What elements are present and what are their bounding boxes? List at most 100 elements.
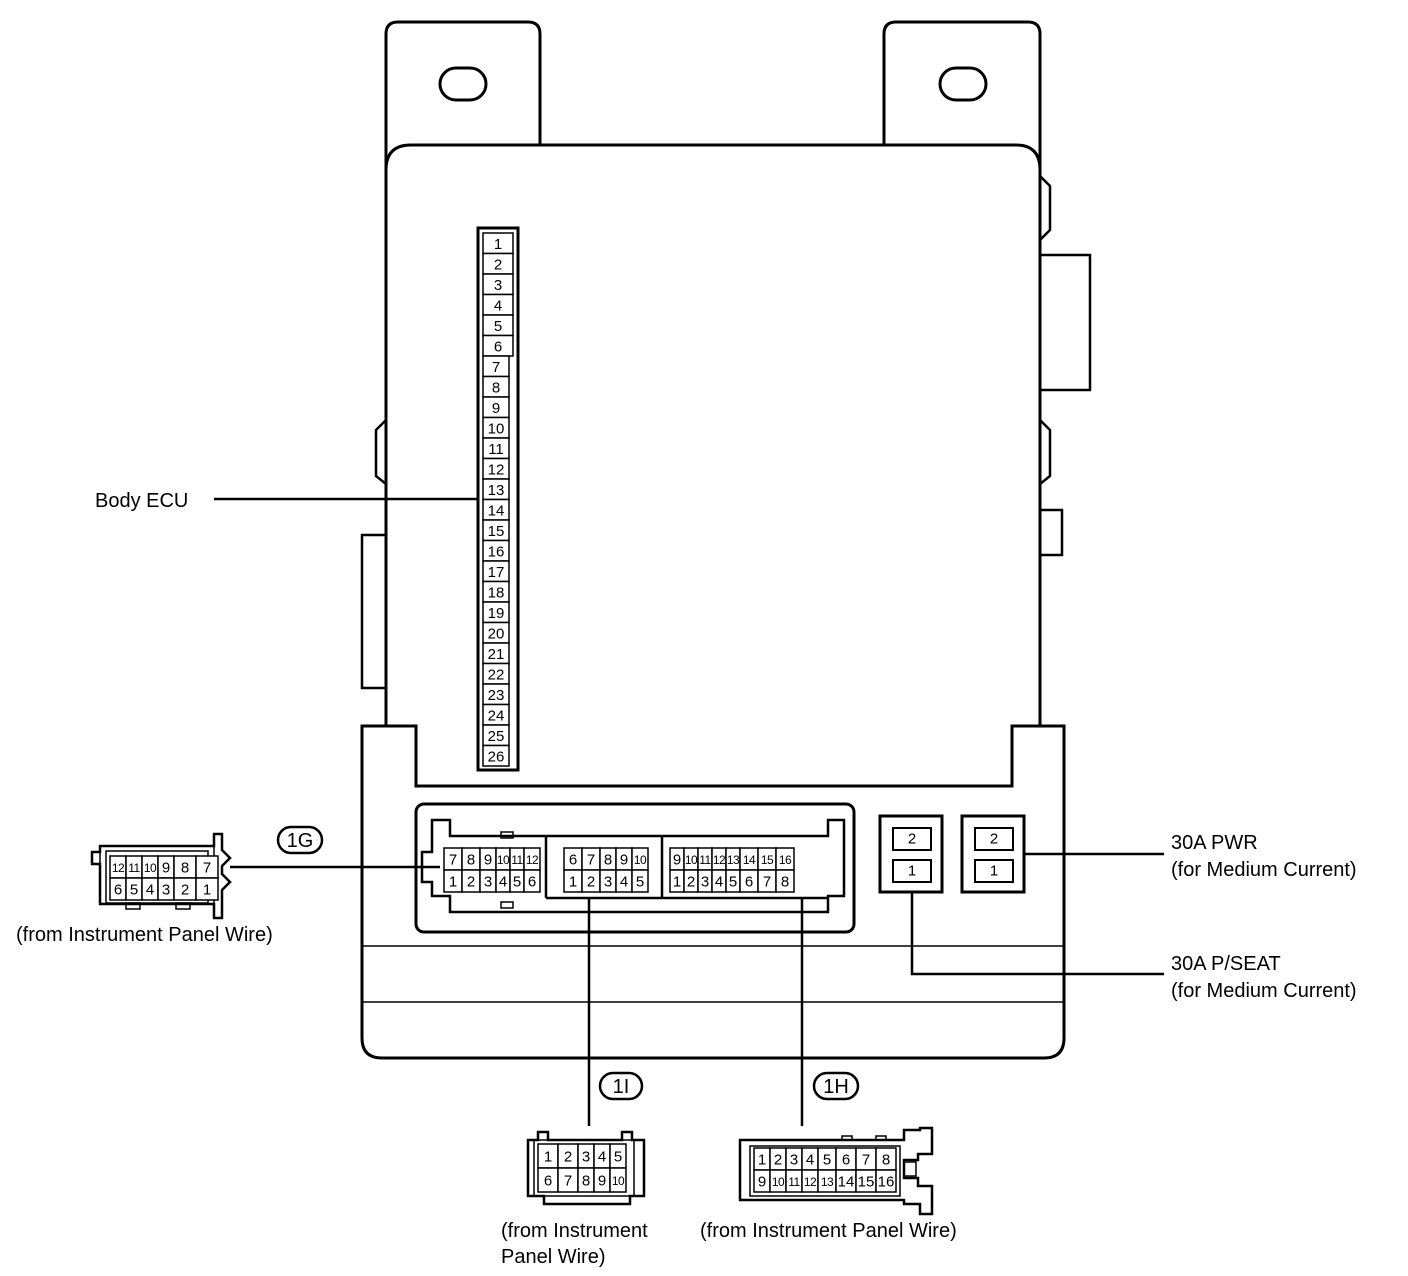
1g-source-label: (from Instrument Panel Wire) — [16, 924, 273, 946]
fuse-pseat-terminal-1: 1 — [908, 863, 916, 880]
socket-1g-pin-12-label: 12 — [526, 853, 539, 867]
ecu-terminal-10-label: 10 — [488, 420, 505, 437]
plug-1g-pin-9-label: 9 — [162, 860, 170, 877]
mount-hole-right — [938, 66, 988, 102]
ecu-terminal-3-label: 3 — [494, 277, 502, 294]
plug-1i-pin-10-label: 10 — [612, 1174, 625, 1188]
fuse-pwr-terminal-2: 2 — [990, 831, 998, 848]
ecu-terminal-7-label: 7 — [492, 359, 500, 376]
plug-1h-pin-9-label: 9 — [758, 1174, 766, 1191]
socket-1g-pin-4-label: 4 — [499, 874, 507, 891]
ecu-terminal-20-label: 20 — [488, 625, 505, 642]
socket-1h-pin-6-label: 6 — [745, 874, 753, 891]
ecu-terminal-6-label: 6 — [494, 338, 502, 355]
junction-block-housing — [360, 20, 1092, 1060]
socket-1h-pin-12-label: 12 — [713, 853, 726, 867]
1i-source-label-line1: (from Instrument — [501, 1220, 648, 1242]
plug-1h-pin-15-label: 15 — [858, 1174, 875, 1191]
socket-1g-pin-10-label: 10 — [497, 853, 510, 867]
plug-1h-pin-11-label: 11 — [788, 1175, 800, 1189]
plug-1h-pin-13-label: 13 — [821, 1175, 834, 1189]
plug-1h-pin-8-label: 8 — [882, 1152, 890, 1169]
body-ecu-label: Body ECU — [95, 490, 188, 512]
socket-1h-pin-5-label: 5 — [729, 874, 737, 891]
socket-1g-pin-7-label: 7 — [449, 852, 457, 869]
fuse-30a-pseat: 2 1 — [878, 814, 944, 894]
1i-source-label-line2: Panel Wire) — [501, 1246, 605, 1268]
ecu-terminal-9-label: 9 — [492, 400, 500, 417]
socket-1i-pin-3-label: 3 — [604, 874, 612, 891]
socket-1g-pin-6-label: 6 — [528, 874, 536, 891]
socket-1h-pin-7-label: 7 — [763, 874, 771, 891]
socket-1g-pin-11-label: 11 — [511, 853, 523, 867]
socket-1g-pin-9-label: 9 — [484, 852, 492, 869]
mount-hole-left — [438, 66, 488, 102]
plug-1g-pin-2-label: 2 — [181, 882, 189, 899]
ecu-terminal-19-label: 19 — [488, 605, 505, 622]
socket-1g-pin-1-label: 1 — [449, 874, 457, 891]
socket-1i-pin-8-label: 8 — [604, 852, 612, 869]
plug-1i-pin-10-cell — [609, 1167, 627, 1193]
plug-1h-pin-14-label: 14 — [838, 1174, 855, 1191]
plug-1h-pin-16-label: 16 — [878, 1174, 895, 1191]
pseat-label: 30A P/SEAT — [1171, 953, 1281, 975]
plug-1h-pin-6-label: 6 — [842, 1152, 850, 1169]
plug-1g-pin-8-label: 8 — [181, 860, 189, 877]
socket-1g-pin-3-label: 3 — [484, 874, 492, 891]
ecu-terminal-1-label: 1 — [494, 236, 502, 253]
ecu-terminal-13-label: 13 — [488, 482, 505, 499]
pwr-label: 30A PWR — [1171, 832, 1258, 854]
ecu-terminal-2-label: 2 — [494, 256, 502, 273]
socket-1i-pin-1-label: 1 — [569, 874, 577, 891]
socket-1g-pin-6-cell — [523, 869, 541, 893]
plug-1i-pin-1-label: 1 — [544, 1149, 552, 1166]
socket-1h-pin-1-label: 1 — [673, 874, 681, 891]
plug-1i-pin-3-label: 3 — [582, 1149, 590, 1166]
socket-1h-pin-8-label: 8 — [781, 874, 789, 891]
ecu-terminal-26-label: 26 — [488, 748, 505, 765]
plug-1h-pin-16-cell — [875, 1169, 897, 1193]
ecu-terminal-15-label: 15 — [488, 523, 505, 540]
plug-1g-pin-10-label: 10 — [144, 861, 157, 875]
pwr-sublabel: (for Medium Current) — [1171, 859, 1357, 881]
1h-code-badge — [812, 1071, 860, 1101]
plug-1h-pin-12-label: 12 — [804, 1175, 817, 1189]
plug-1h-pin-1-label: 1 — [758, 1152, 766, 1169]
plug-1i-pin-4-label: 4 — [598, 1149, 606, 1166]
plug-1i-pin-2-label: 2 — [564, 1149, 572, 1166]
plug-1h-pin-5-label: 5 — [823, 1152, 831, 1169]
plug-1g-pin-3-label: 3 — [162, 882, 170, 899]
plug-1h-pin-7-label: 7 — [862, 1152, 870, 1169]
socket-1i-pin-6-label: 6 — [569, 852, 577, 869]
socket-1i-pin-9-label: 9 — [620, 852, 628, 869]
socket-1h-pin-2-label: 2 — [687, 874, 695, 891]
socket-1h-pin-13-label: 13 — [727, 853, 740, 867]
socket-1g-pin-2-label: 2 — [467, 874, 475, 891]
ecu-terminal-column: 1234567891011121314151617181920212223242… — [482, 232, 514, 767]
1h-code-text: 1H — [823, 1076, 849, 1098]
pseat-sublabel: (for Medium Current) — [1171, 980, 1357, 1002]
socket-1h-pin-14-label: 14 — [743, 853, 756, 867]
connector-recess-inner — [420, 818, 846, 914]
plug-1g-pin-7-label: 7 — [203, 860, 211, 877]
1i-code-text: 1I — [613, 1076, 630, 1098]
ecu-terminal-8-label: 8 — [492, 379, 500, 396]
plug-1i-pin-5-label: 5 — [614, 1149, 622, 1166]
socket-1i-pin-5-cell — [631, 869, 649, 893]
1g-code-text: 1G — [287, 830, 314, 852]
ecu-terminal-24-label: 24 — [488, 707, 505, 724]
socket-1h-pin-10-label: 10 — [685, 853, 698, 867]
ecu-terminal-17-label: 17 — [488, 564, 505, 581]
ecu-terminal-11-label: 11 — [488, 441, 504, 458]
plug-1h-pin-2-label: 2 — [774, 1152, 782, 1169]
plug-1h-pin-3-label: 3 — [790, 1152, 798, 1169]
plug-1i-pin-8-label: 8 — [582, 1173, 590, 1190]
ecu-terminal-4-label: 4 — [494, 297, 502, 314]
socket-1h-pin-11-label: 11 — [699, 853, 711, 867]
